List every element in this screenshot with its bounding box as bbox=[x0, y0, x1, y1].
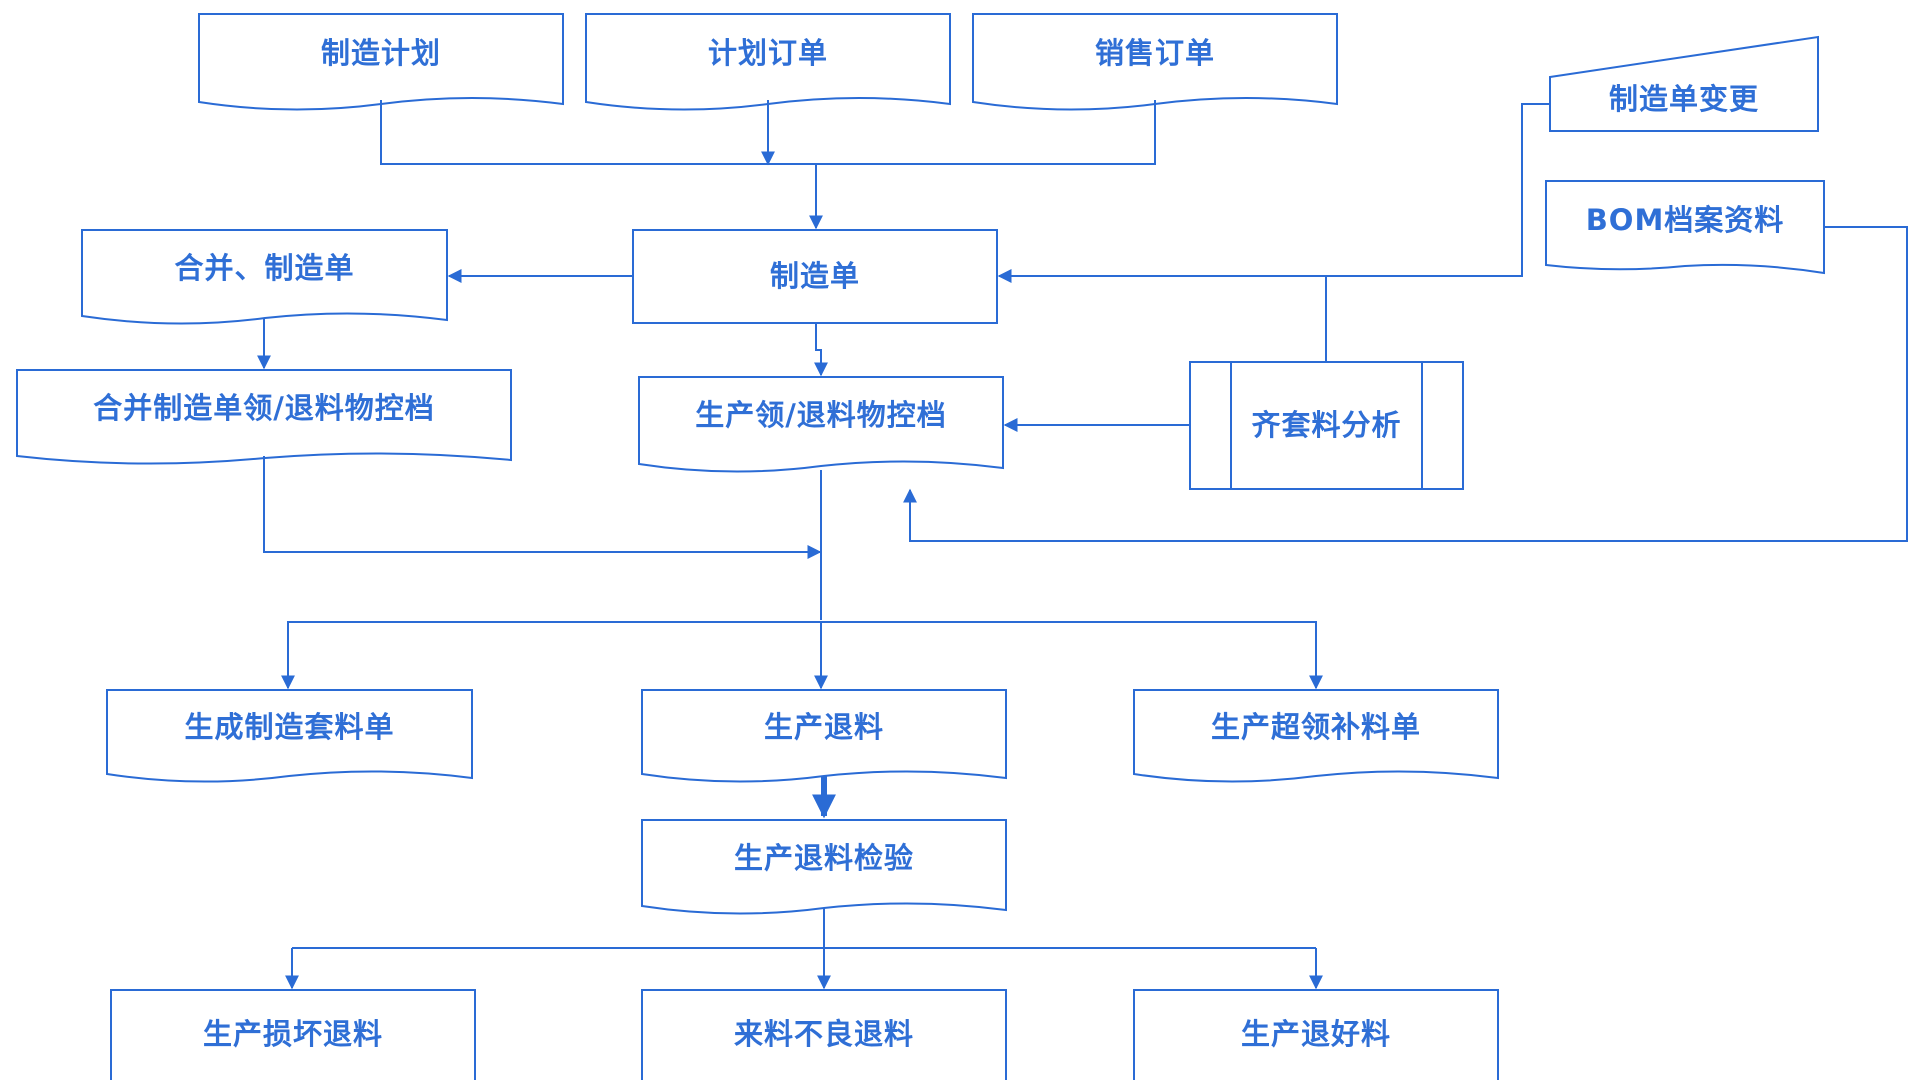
connector-change-mo bbox=[997, 103, 1550, 283]
node-production-return: 生产退料 bbox=[763, 710, 884, 745]
node-bom-archive: BOM档案资料 bbox=[1585, 203, 1785, 238]
node-manufacturing-order: 制造单 bbox=[769, 258, 860, 293]
node-prod-issue-return: 生产领/退料物控档 bbox=[695, 398, 947, 433]
connector-merge-issue-down bbox=[263, 456, 822, 559]
gen-kit-shape bbox=[106, 689, 473, 783]
node-defect-return: 来料不良退料 bbox=[733, 1017, 914, 1052]
mo-change-shape bbox=[1549, 35, 1819, 132]
over-issue-shape bbox=[1133, 689, 1499, 783]
connector-split-top bbox=[287, 621, 1323, 690]
connector-bom-prod-issue bbox=[903, 226, 1908, 542]
defect-return-shape bbox=[641, 989, 1007, 1080]
damage-return-shape bbox=[110, 989, 476, 1080]
merge-issue-shape bbox=[16, 369, 512, 465]
node-return-inspection: 生产退料检验 bbox=[733, 841, 914, 876]
node-sales-order: 销售订单 bbox=[1094, 36, 1215, 71]
node-planned-order: 计划订单 bbox=[707, 36, 828, 71]
return-inspect-shape bbox=[641, 819, 1007, 915]
node-damage-return: 生产损坏退料 bbox=[202, 1017, 383, 1052]
bom-shape bbox=[1545, 180, 1825, 275]
node-generate-kit: 生成制造套料单 bbox=[184, 710, 395, 745]
prod-issue-shape bbox=[638, 376, 1004, 473]
node-mo-change: 制造单变更 bbox=[1608, 82, 1759, 117]
node-merge-mo: 合并、制造单 bbox=[174, 251, 355, 286]
connector-mo-prod-issue bbox=[814, 323, 828, 377]
node-manufacturing-plan: 制造计划 bbox=[320, 36, 441, 71]
prod-return-shape bbox=[641, 689, 1007, 783]
merge-mo-shape bbox=[81, 229, 448, 325]
node-kit-analysis: 齐套料分析 bbox=[1231, 362, 1422, 489]
node-merge-issue-return: 合并制造单领/退料物控档 bbox=[93, 391, 435, 426]
node-good-return: 生产退好料 bbox=[1240, 1017, 1391, 1052]
good-return-shape bbox=[1133, 989, 1499, 1080]
node-over-issue: 生产超领补料单 bbox=[1210, 710, 1421, 745]
node-kit-analysis-label: 齐套料分析 bbox=[1251, 407, 1402, 442]
